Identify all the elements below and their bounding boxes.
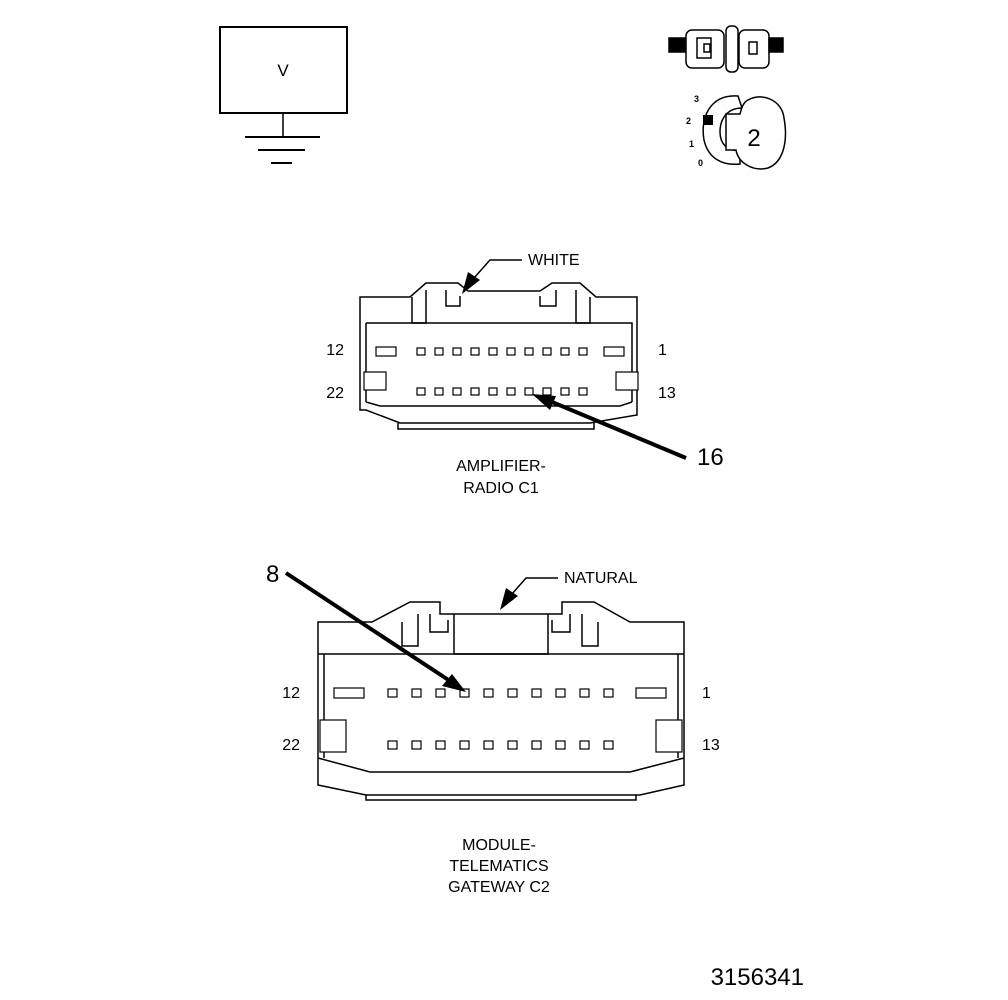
c2-pin-row-bottom (387, 740, 614, 750)
c2-pin-label-top-left: 12 (282, 685, 300, 702)
figure-number: 3156341 (711, 964, 804, 991)
c1-pin-row-bottom (416, 387, 588, 396)
c1-pin-label-top-left: 12 (326, 342, 344, 359)
c2-pin-row-top (387, 688, 614, 698)
c2-housing (317, 601, 685, 796)
voltmeter: V (219, 26, 348, 164)
c2-name-line-1: MODULE- (462, 837, 536, 854)
c1-color-arrow (462, 272, 480, 294)
c1-pin-arrow (532, 394, 556, 410)
c1-pin-label-top-right: 1 (658, 342, 667, 359)
c1-pin-label-bottom-left: 22 (326, 385, 344, 402)
ignition-key-position: 2 (747, 125, 760, 152)
c2-color-callout: NATURAL (564, 570, 638, 587)
ignition-position-1: 1 (689, 139, 694, 149)
ignition-key-icon (725, 96, 787, 170)
c2-pin-label-bottom-right: 13 (702, 737, 720, 754)
connector-plug-icon (668, 25, 784, 73)
c2-color-arrow (500, 588, 518, 610)
c1-housing (359, 282, 638, 424)
connector-c2: 12 1 22 13 NATURAL 8 MODULE- TELEMATICS … (266, 561, 720, 896)
voltmeter-box (219, 26, 348, 114)
c1-pin-label-bottom-right: 13 (658, 385, 676, 402)
ignition-switch-icon: 3 2 1 0 2 (686, 94, 787, 170)
connector-c1: 12 1 22 13 WHITE 16 AMPLIFIER- RADIO C1 (326, 252, 724, 497)
ignition-position-0: 0 (698, 158, 703, 168)
c1-pin-row-top (416, 347, 588, 356)
c2-pin-label-bottom-left: 22 (282, 737, 300, 754)
c1-color-callout: WHITE (528, 252, 580, 269)
ignition-position-3: 3 (694, 94, 699, 104)
c2-highlight-pin: 8 (266, 561, 279, 588)
c1-highlight-pin: 16 (697, 444, 724, 471)
c2-name-line-2: TELEMATICS (449, 858, 548, 875)
ignition-position-2: 2 (686, 116, 691, 126)
c2-pin-label-top-right: 1 (702, 685, 711, 702)
c1-name-line-2: RADIO C1 (463, 480, 539, 497)
c2-pin-arrow (442, 674, 466, 692)
voltmeter-label: V (277, 61, 289, 80)
c1-name-line-1: AMPLIFIER- (456, 458, 546, 475)
ground-icon (245, 136, 320, 164)
c2-name-line-3: GATEWAY C2 (448, 879, 550, 896)
